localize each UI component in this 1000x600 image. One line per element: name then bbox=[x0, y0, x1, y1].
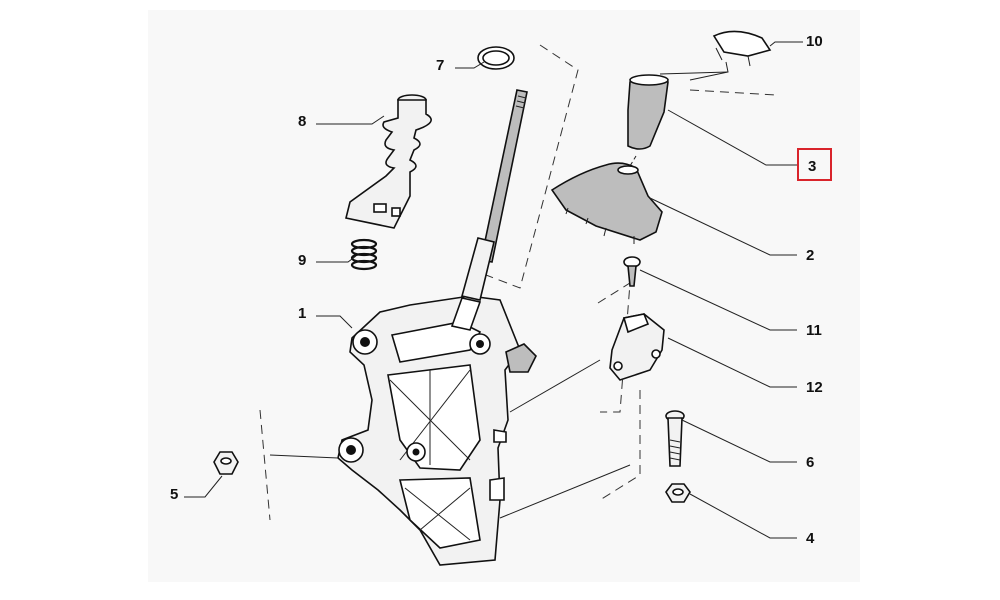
part-6-bolt bbox=[665, 410, 685, 467]
part-7-o-ring bbox=[477, 46, 515, 70]
gear-lever-rod bbox=[450, 89, 528, 331]
label-part-1: 1 bbox=[298, 305, 306, 322]
part-2-boot-cover bbox=[550, 162, 663, 244]
part-4-nut bbox=[665, 483, 691, 503]
part-3-gear-knob bbox=[627, 74, 669, 167]
part-12-sensor-switch bbox=[609, 313, 665, 381]
label-part-9: 9 bbox=[298, 252, 306, 269]
highlight-box-part-3 bbox=[797, 148, 832, 181]
part-5-nut bbox=[213, 451, 239, 475]
label-part-5: 5 bbox=[170, 486, 178, 503]
label-part-12: 12 bbox=[806, 379, 823, 396]
label-part-10: 10 bbox=[806, 33, 823, 50]
part-labels: 7 8 9 1 5 10 3 2 11 12 6 4 bbox=[170, 33, 823, 547]
leader-lines bbox=[184, 41, 803, 539]
part-11-screw bbox=[623, 256, 641, 287]
label-part-3: 3 bbox=[808, 158, 816, 175]
part-1-shift-lever-housing bbox=[337, 295, 537, 566]
part-10-knob-cap bbox=[712, 30, 772, 67]
part-9-spring bbox=[350, 238, 378, 271]
assembly-guide-lines bbox=[259, 44, 776, 521]
label-part-2: 2 bbox=[806, 247, 814, 264]
label-part-11: 11 bbox=[806, 322, 822, 339]
label-part-6: 6 bbox=[806, 454, 814, 471]
label-part-8: 8 bbox=[298, 113, 306, 130]
label-part-7: 7 bbox=[436, 57, 444, 74]
label-part-4: 4 bbox=[806, 530, 815, 547]
part-8-gear-boot bbox=[345, 94, 432, 229]
